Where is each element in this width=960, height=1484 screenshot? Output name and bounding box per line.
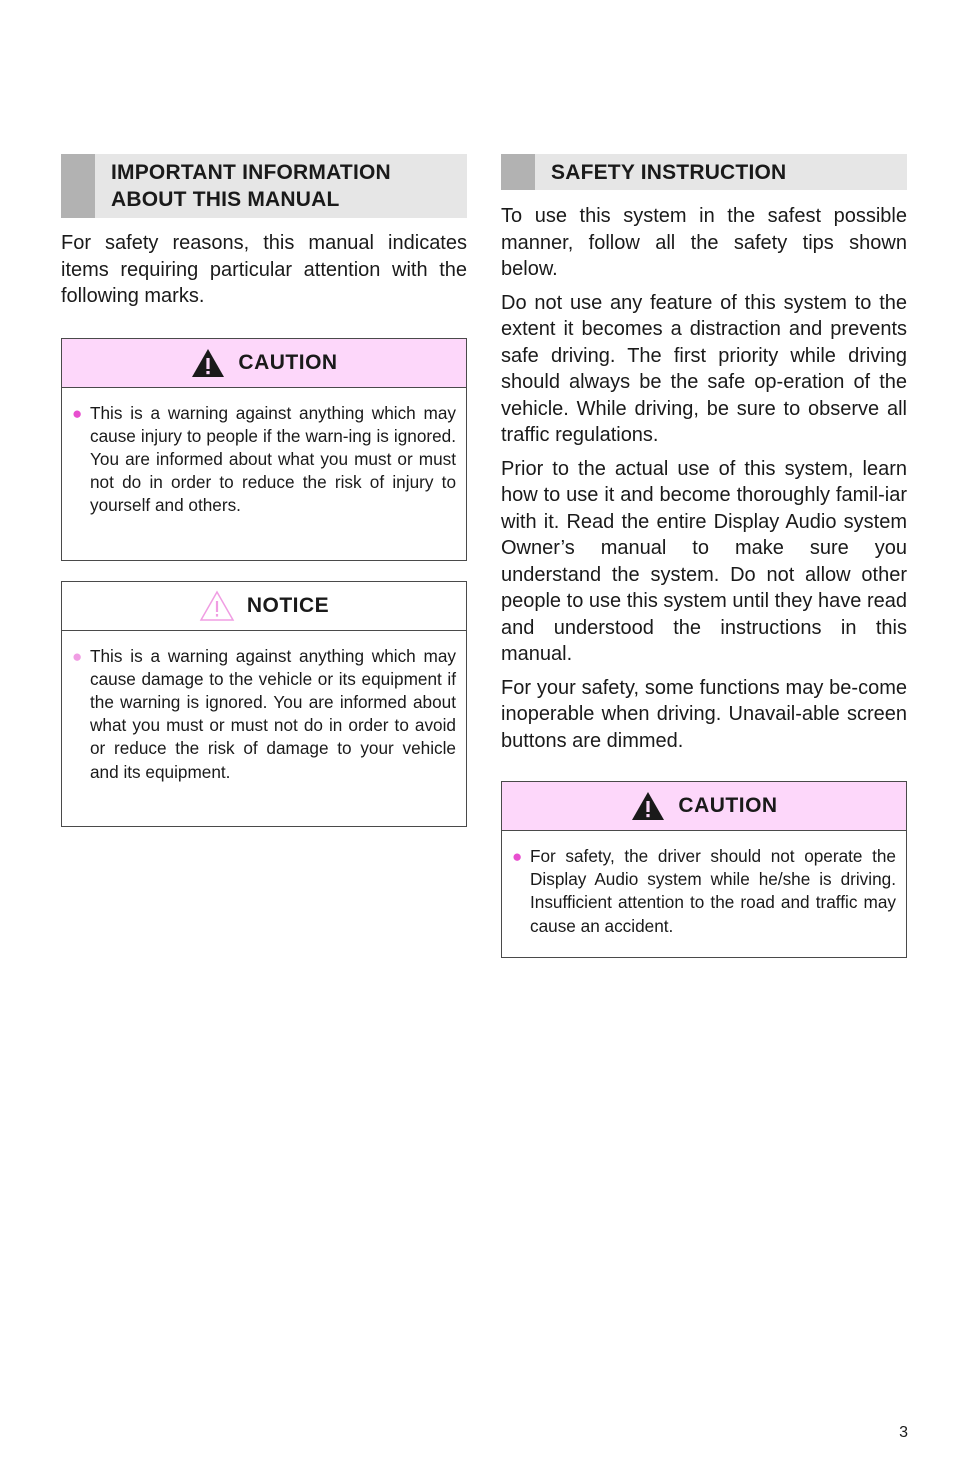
caution-item-text: For safety, the driver should not operat… [530, 846, 896, 936]
section-header-bar [61, 154, 95, 218]
caution-item: ● This is a warning against anything whi… [62, 388, 466, 538]
caution-label: CAUTION [678, 794, 778, 817]
section-title: IMPORTANT INFORMATION ABOUT THIS MANUAL [111, 161, 391, 211]
safety-paragraph: For your safety, some functions may be-c… [501, 676, 907, 752]
caution-box-header: CAUTION [502, 782, 906, 831]
caution-box: CAUTION ● For safety, the driver should … [501, 781, 907, 958]
caution-box-header: CAUTION [62, 338, 466, 388]
notice-item: ● This is a warning against anything whi… [62, 631, 466, 804]
caution-label: CAUTION [238, 350, 338, 374]
safety-paragraph: To use this system in the safest possibl… [501, 205, 907, 280]
bullet-icon: ● [512, 847, 523, 866]
warning-triangle-icon [632, 792, 665, 820]
section-title: SAFETY INSTRUCTION [551, 161, 787, 184]
safety-paragraph: Do not use any feature of this system to… [501, 291, 907, 447]
warning-triangle-icon [192, 348, 225, 377]
bullet-icon: ● [72, 646, 83, 666]
section-header-safety-instruction: SAFETY INSTRUCTION [501, 154, 907, 190]
caution-item-text: This is a warning against anything which… [90, 402, 456, 516]
bullet-icon: ● [72, 403, 83, 423]
caution-item: ● For safety, the driver should not oper… [502, 831, 906, 958]
section-header-bar [501, 154, 535, 190]
section-header-important-info: IMPORTANT INFORMATION ABOUT THIS MANUAL [61, 154, 467, 218]
safety-paragraph: Prior to the actual use of this system, … [501, 457, 907, 666]
left-column: IMPORTANT INFORMATION ABOUT THIS MANUAL … [61, 154, 467, 827]
caution-box: CAUTION ● This is a warning against anyt… [61, 337, 467, 561]
page-number: 3 [899, 1424, 908, 1441]
intro-paragraph: For safety reasons, this manual indicate… [61, 232, 467, 307]
warning-outline-icon [199, 589, 235, 621]
notice-box-header: NOTICE [62, 581, 466, 631]
notice-box: NOTICE ● This is a warning against anyth… [61, 580, 467, 827]
right-column: SAFETY INSTRUCTION To use this system in… [501, 154, 907, 958]
notice-label: NOTICE [246, 593, 330, 617]
notice-item-text: This is a warning against anything which… [90, 645, 456, 782]
